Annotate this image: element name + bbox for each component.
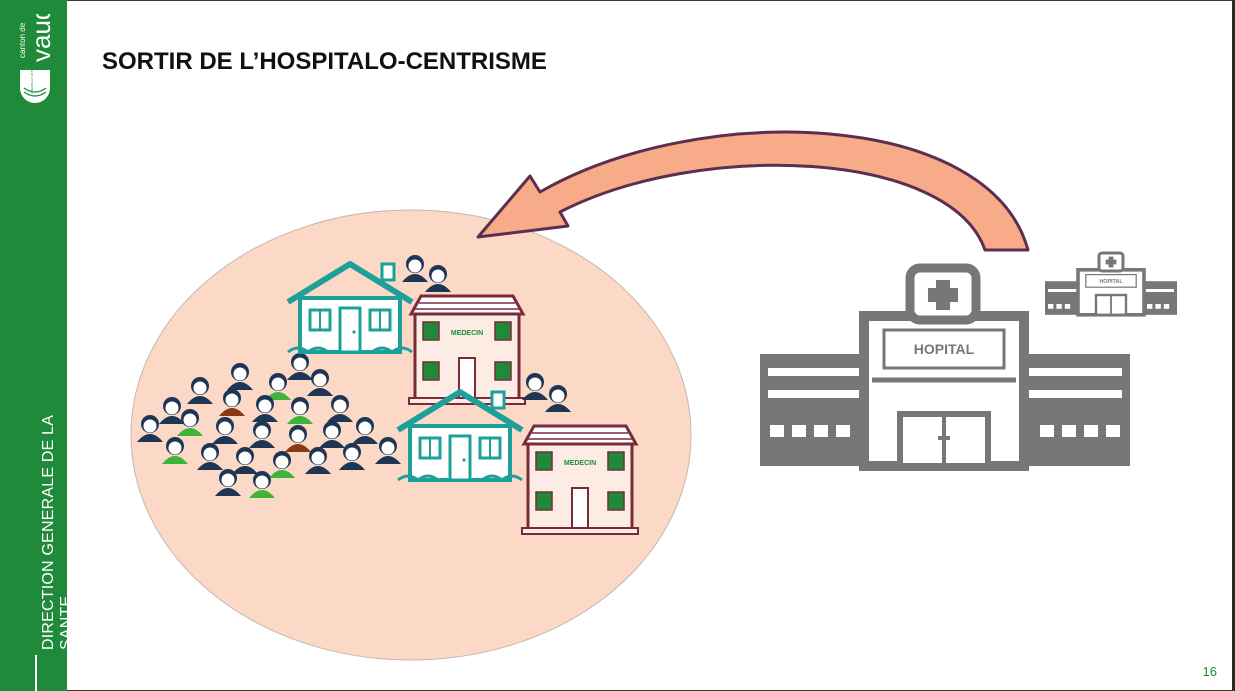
sidebar-divider: [35, 655, 37, 691]
hospital-label-small: HOPITAL: [1099, 279, 1123, 285]
sidebar: canton de vaud LIBERTÉ ET PATRIE DIRECTI…: [0, 0, 75, 691]
logo-small-text: canton de: [18, 22, 27, 58]
medecin-label-1: MEDECIN: [451, 330, 483, 337]
medecin-building-1: MEDECIN: [407, 294, 527, 406]
medecin-building-2: MEDECIN: [520, 424, 640, 536]
curved-arrow: [476, 130, 1030, 252]
hospital-icon-large: HOPITAL: [760, 263, 1130, 471]
hospital-icon-small: HOPITAL: [1045, 251, 1177, 317]
logo-badge-text: LIBERTÉ ET PATRIE: [29, 66, 34, 94]
slide-title: SORTIR DE L’HOSPITALO-CENTRISME: [102, 48, 547, 75]
logo-big-text: vaud: [26, 14, 56, 62]
medecin-label-2: MEDECIN: [564, 460, 596, 467]
canton-vaud-logo: canton de vaud LIBERTÉ ET PATRIE: [18, 14, 56, 103]
page-number: 16: [1202, 664, 1217, 679]
hospital-label-large: HOPITAL: [914, 341, 975, 357]
